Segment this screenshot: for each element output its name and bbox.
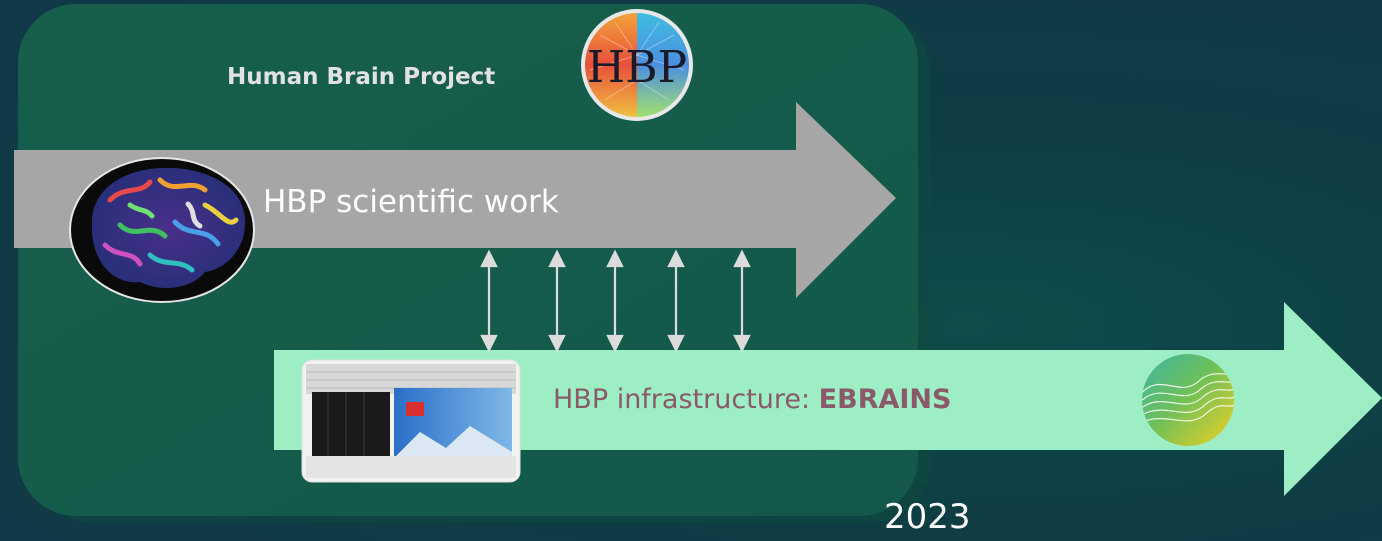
hbp-polyhedron-logo: HBP [581, 9, 693, 121]
project-title: Human Brain Project [227, 64, 496, 90]
brain-map-icon [69, 157, 255, 303]
connector-group [480, 249, 751, 353]
connector-arrow-4 [667, 249, 685, 353]
connector-arrow-2 [548, 249, 566, 353]
connector-arrow-3 [606, 249, 624, 353]
infrastructure-label-ebrains: EBRAINS [818, 384, 952, 415]
ebrains-logo [1142, 354, 1234, 446]
infrastructure-arrow [274, 302, 1382, 496]
hbp-logo-letters: HBP [587, 42, 687, 93]
science-arrow [14, 102, 896, 298]
infrastructure-track-label: HBP infrastructure: EBRAINS [553, 384, 951, 415]
connector-arrow-1 [480, 249, 498, 353]
connector-arrow-5 [733, 249, 751, 353]
timeline-year-label: 2023 [884, 497, 971, 537]
infrastructure-label-prefix: HBP infrastructure: [553, 384, 819, 415]
supercomputer-icon [301, 359, 521, 483]
science-track-label: HBP scientific work [263, 184, 559, 220]
